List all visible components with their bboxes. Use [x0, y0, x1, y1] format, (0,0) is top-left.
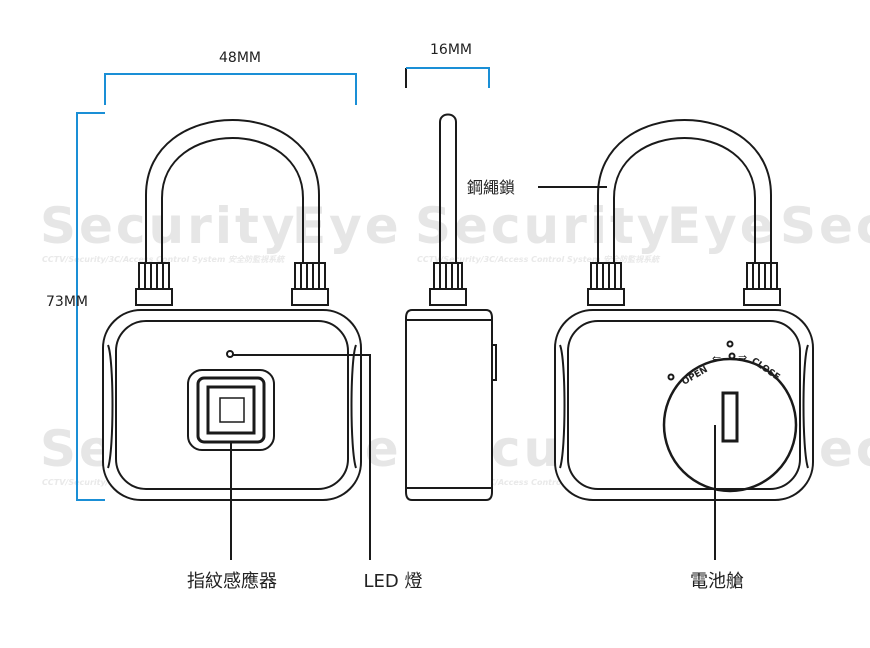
open-marker-dot — [667, 373, 675, 381]
back-body-edge-left — [559, 344, 566, 469]
watermark-top: Security Eye CCTV/Security/3C/Access Con… — [40, 197, 870, 264]
width-dimension-label: 48MM — [219, 50, 261, 66]
side-view-padlock — [405, 113, 497, 501]
lock-position-dot — [728, 352, 736, 360]
front-body-edge-left — [107, 344, 114, 469]
width-dimension-line — [104, 73, 357, 105]
back-shackle — [597, 119, 772, 265]
led-light-label: LED 燈 — [364, 571, 423, 592]
back-ferrule-left-base — [587, 288, 625, 306]
ferrule-ridges — [144, 263, 164, 289]
front-ferrule-right — [294, 262, 326, 290]
ferrule-ridges — [752, 263, 772, 289]
back-ferrule-right — [746, 262, 778, 290]
watermark-brand: Security — [415, 197, 672, 255]
watermark-tagline: CCTV/Security/3C/Access Control System 安… — [417, 477, 661, 487]
side-ferrule-base — [429, 288, 467, 306]
back-body — [554, 309, 814, 501]
led-leader-line — [233, 354, 371, 560]
front-shackle-inner — [161, 137, 304, 265]
close-arrow-icon: ⇒ — [738, 351, 747, 364]
back-ferrule-right-base — [743, 288, 781, 306]
side-shackle — [439, 113, 457, 265]
callout-leaders — [230, 186, 716, 560]
front-body-edge-right — [350, 344, 357, 469]
front-ferrule-right-base — [291, 288, 329, 306]
back-shackle-inner — [613, 137, 756, 265]
front-shackle — [145, 119, 320, 265]
front-ferrule-left — [138, 262, 170, 290]
height-dimension-line — [76, 112, 105, 501]
ferrule-ridges — [300, 263, 320, 289]
height-dimension-label: 73MM — [46, 294, 88, 310]
open-arrow-icon: ⇐ — [712, 352, 721, 365]
ferrule-ridges — [439, 263, 459, 289]
side-body-notch — [492, 344, 497, 381]
watermark-brand-eye: Eye — [292, 197, 402, 255]
fingerprint-sensor-window — [219, 397, 245, 423]
watermark-tagline: CCTV/Security/3C/Access Control System 安… — [417, 254, 661, 264]
battery-cover — [662, 357, 798, 493]
back-body-edge-right — [802, 344, 809, 469]
front-ferrule-left-base — [135, 288, 173, 306]
dimension-lines — [76, 67, 490, 501]
depth-dimension-line — [406, 67, 490, 88]
watermark-brand: Security — [40, 197, 297, 255]
back-view-padlock — [554, 119, 814, 501]
fingerprint-sensor-pad — [206, 385, 256, 435]
fingerprint-sensor-label: 指紋感應器 — [187, 570, 277, 592]
depth-dimension-label: 16MM — [430, 42, 472, 58]
close-marker-dot — [726, 340, 734, 348]
ferrule-ridges — [596, 263, 616, 289]
watermark-tagline: CCTV/Security/3C/Access Control System 安… — [42, 254, 286, 264]
cable-lock-label: 鋼繩鎖 — [467, 178, 515, 197]
side-body — [405, 309, 493, 501]
watermark-brand: Security — [780, 197, 870, 255]
watermark-brand-eye: Eye — [667, 197, 777, 255]
back-body-face — [567, 320, 801, 490]
battery-cover-slot — [721, 391, 739, 443]
front-view-padlock — [102, 119, 362, 501]
battery-compartment-label: 電池艙 — [690, 571, 744, 592]
back-ferrule-left — [590, 262, 622, 290]
